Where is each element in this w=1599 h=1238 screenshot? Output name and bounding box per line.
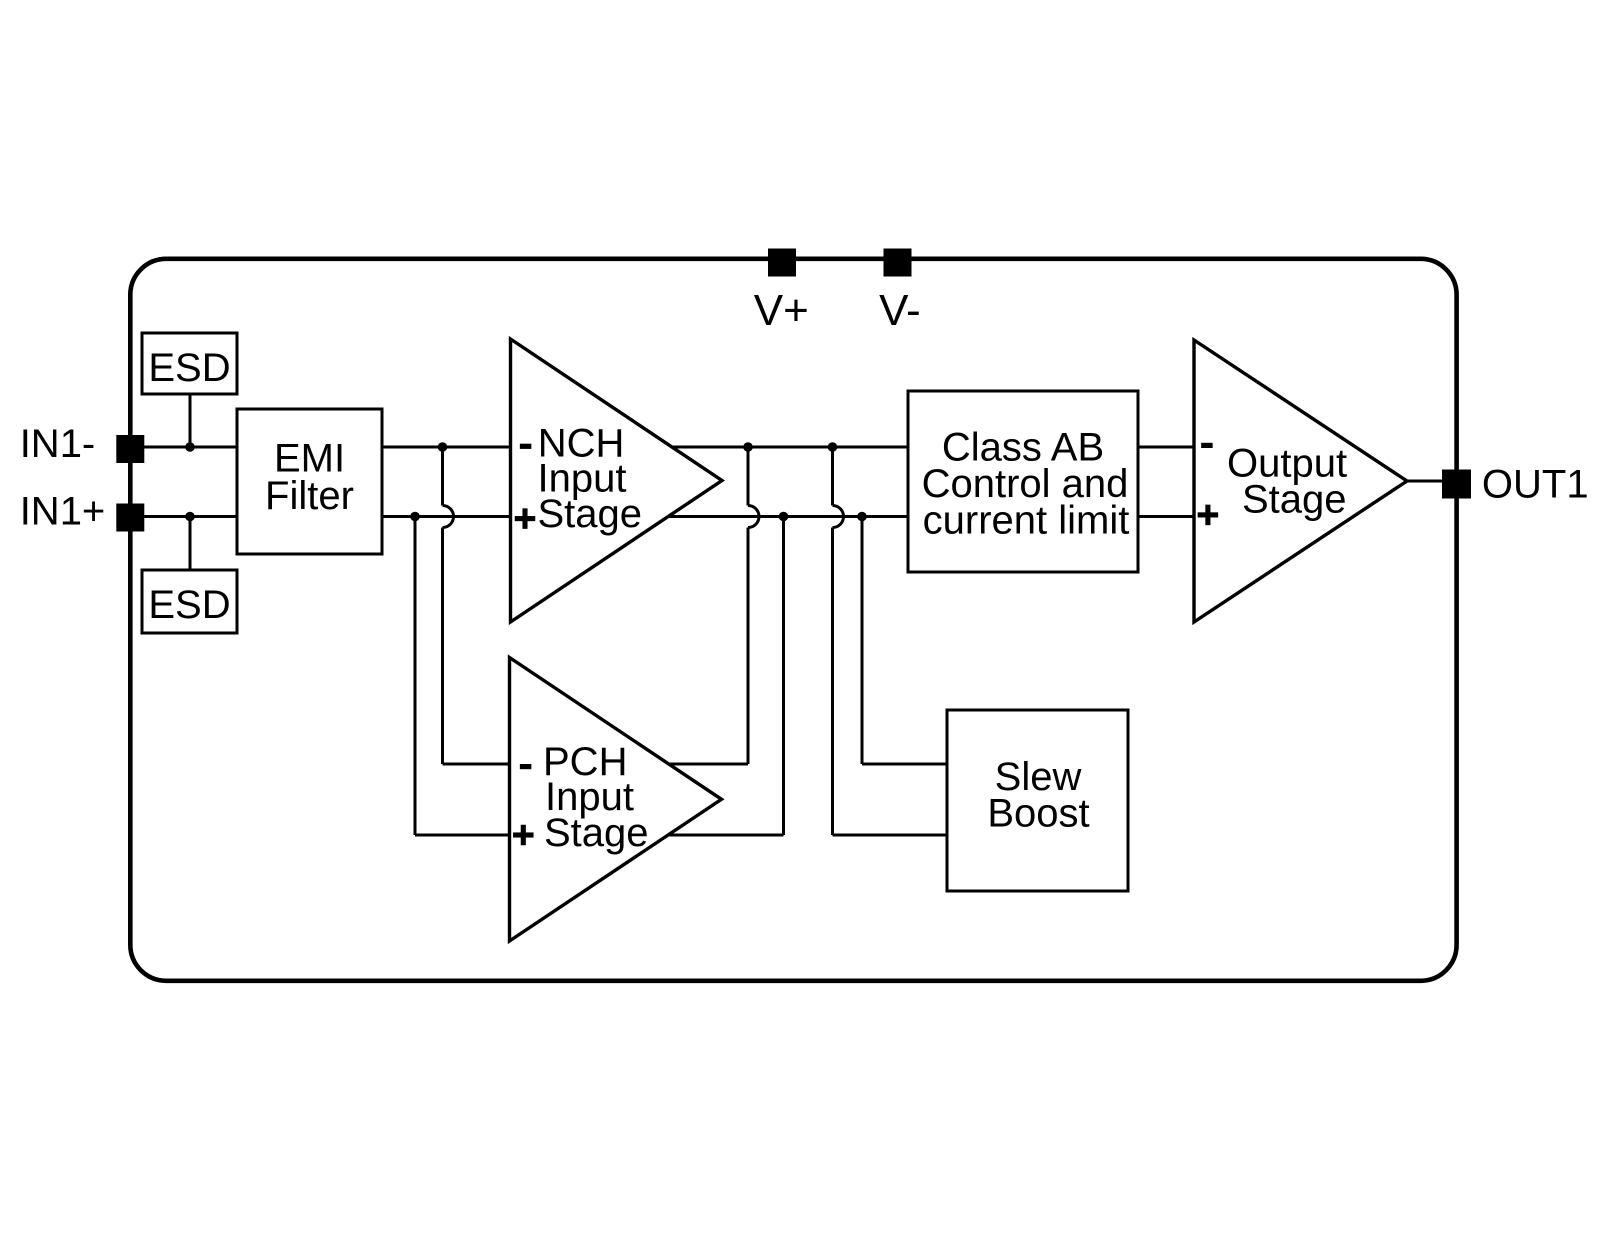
svg-text:Output: Output	[1227, 442, 1347, 486]
svg-text:Slew: Slew	[995, 755, 1082, 799]
svg-text:Class AB: Class AB	[942, 426, 1104, 470]
svg-text:Stage: Stage	[538, 492, 643, 536]
svg-text:NCH: NCH	[538, 422, 625, 466]
svg-text:IN1-: IN1-	[20, 422, 96, 466]
svg-text:ESD: ESD	[148, 583, 230, 627]
svg-text:EMI: EMI	[274, 436, 345, 480]
svg-text:ESD: ESD	[148, 346, 230, 390]
svg-text:Boost: Boost	[987, 791, 1089, 835]
svg-text:Input: Input	[538, 457, 627, 501]
svg-text:V-: V-	[879, 286, 921, 335]
svg-text:Stage: Stage	[544, 811, 649, 855]
svg-text:OUT1: OUT1	[1482, 462, 1589, 506]
svg-text:Input: Input	[545, 775, 634, 819]
svg-text:V+: V+	[754, 286, 809, 335]
svg-text:PCH: PCH	[543, 740, 627, 784]
svg-text:Stage: Stage	[1242, 478, 1347, 522]
svg-text:current limit: current limit	[923, 499, 1130, 543]
svg-text:Control and: Control and	[922, 462, 1129, 506]
svg-text:Filter: Filter	[265, 474, 354, 518]
svg-text:IN1+: IN1+	[20, 490, 106, 534]
